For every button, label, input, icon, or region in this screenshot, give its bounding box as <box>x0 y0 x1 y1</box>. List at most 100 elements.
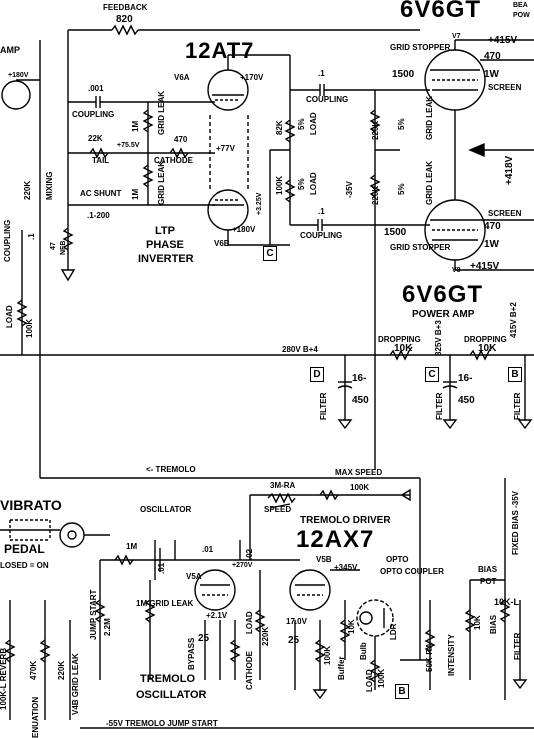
feedback-value: 820 <box>116 14 133 25</box>
box-c-label: C <box>263 246 277 261</box>
cathode-value: 470 <box>174 135 188 144</box>
v6b-label: V6B <box>214 239 230 248</box>
tremolo-oscillator-label-2: OSCILLATOR <box>136 689 207 701</box>
speed-label: SPEED <box>264 505 292 514</box>
jump-bottom-label: -55V TREMOLO JUMP START <box>106 719 218 728</box>
plus-75v-label: +75.5V <box>117 142 140 149</box>
intensity-label: INTENSITY <box>447 634 456 676</box>
coupling-label-1: COUPLING <box>72 110 115 119</box>
bulb-label: Bulb <box>359 642 368 660</box>
bias-pot-label-1: BIAS <box>478 565 498 574</box>
nfb-value: 47 <box>50 242 57 250</box>
filter-label-a: FILTER <box>319 392 328 420</box>
osc-02-label: .02 <box>245 548 254 560</box>
jump-value-label: 2.2M <box>103 618 112 636</box>
coupling-value-2: .1 <box>318 69 325 78</box>
ldr-label: LDR <box>389 623 398 640</box>
max-speed-label: MAX SPEED <box>335 468 383 477</box>
pct-5-c: 5% <box>397 118 406 130</box>
coupling-label-2: COUPLING <box>306 95 349 104</box>
load-label-a: LOAD <box>309 112 318 135</box>
bypass-label: BYPASS <box>187 637 196 670</box>
opto-label-1: OPTO <box>386 555 409 564</box>
tremolo-oscillator-label-1: TREMOLO <box>140 673 195 685</box>
grid-leak-bottom: GRID LEAK <box>157 161 166 205</box>
grid-stopper-value-bottom: 1500 <box>384 227 407 238</box>
grid-leak-220k-top: 220K <box>371 120 380 140</box>
filter-label-d: FILTER <box>513 632 522 660</box>
coupling-left-value: .1 <box>27 233 36 240</box>
coupling-label-3: COUPLING <box>300 231 343 240</box>
jump-start-label: JUMP START <box>89 589 98 640</box>
opto-label: OPTO COUPLER <box>380 567 444 576</box>
intensity-value-label: 50K-RA <box>425 643 434 672</box>
tremolo-driver-label: TREMOLO DRIVER <box>300 515 391 526</box>
mixing-label: MIXING <box>45 171 54 200</box>
osc-1m-label: 1M <box>126 542 138 551</box>
load-osc-label: LOAD <box>365 669 374 692</box>
grid-leak-1m-label: 1M GRID LEAK <box>136 599 194 608</box>
load-82k-value: 82K <box>275 120 284 135</box>
one-m-bottom: 1M <box>131 188 140 200</box>
screen-value-top: 470 <box>484 51 501 62</box>
one-w-top: 1W <box>484 69 499 80</box>
load-left-label: LOAD <box>5 305 14 328</box>
filter-label-b: FILTER <box>435 392 444 420</box>
box-b-top-label: B <box>508 367 522 382</box>
ltp-label-2: PHASE <box>146 239 184 251</box>
tremolo-tube-label: 12AX7 <box>296 526 375 553</box>
buffer-10k-value: 10K <box>347 619 356 634</box>
dropping-value-1: 10K <box>394 343 413 354</box>
attenuation-value: 470K <box>29 660 38 680</box>
load-left-value: 100K <box>25 318 34 338</box>
dropping-label-1: DROPPING <box>378 335 421 344</box>
v8-label: V8 <box>452 267 461 274</box>
v7-label: V7 <box>452 33 461 40</box>
plus-418v-label: +418V <box>504 155 515 185</box>
dropping-value-2: 10K <box>478 343 497 354</box>
speed-res-value: 100K <box>350 483 370 492</box>
filter-value-2a: 450 <box>352 395 369 406</box>
coupling-value-1: .001 <box>88 84 104 93</box>
grid-stopper-label-bottom: GRID STOPPER <box>390 243 451 252</box>
plus-180v-ltp-label: +180V <box>232 225 256 234</box>
pct-5-a: 5% <box>297 118 306 130</box>
plus-170v-label: +170V <box>240 73 264 82</box>
load-220k-label-a: LOAD <box>245 611 254 634</box>
tremolo-arrow-label: <- TREMOLO <box>146 465 196 474</box>
v17-label: 17.0V <box>286 617 307 626</box>
plus-415v-top: +415V <box>488 35 518 46</box>
v6a-label: V6A <box>174 73 190 82</box>
power-amp-label: POWER AMP <box>412 309 475 320</box>
ac-shunt-label: AC SHUNT <box>80 189 122 198</box>
feedback-label: FEEDBACK <box>103 3 148 12</box>
screen-label-top: SCREEN <box>488 83 522 92</box>
shunt-value: .1-200 <box>87 211 110 220</box>
bypass-value-label: 25 <box>198 633 210 644</box>
filter-value-2b: 450 <box>458 395 475 406</box>
box-b-bottom-label: B <box>395 684 409 699</box>
screen-value-bottom: 470 <box>484 221 501 232</box>
b2-label: 415V B+2 <box>509 302 518 338</box>
coupling-value-3: .1 <box>318 207 325 216</box>
plus-77v-label: +77V <box>216 144 235 153</box>
tail-label: TAIL <box>92 156 110 165</box>
filter-label-c: FILTER <box>513 392 522 420</box>
bias-label: BIAS <box>489 614 498 634</box>
load-100k-value: 100K <box>275 175 284 195</box>
grid-stopper-value-top: 1500 <box>392 69 415 80</box>
load-100k-osc-b: 100K <box>377 668 386 688</box>
box-c2-label: C <box>425 367 439 382</box>
load-100k-osc-value: 100K <box>323 645 332 665</box>
bias-10k-value: 10K <box>473 615 482 630</box>
osc-270v-label: +270V <box>232 562 253 569</box>
ltp-tube-label: 12AT7 <box>185 38 255 63</box>
osc-345v-label: +345V <box>334 563 358 572</box>
screen-label-bottom: SCREEN <box>488 209 522 218</box>
cathode-label: CATHODE <box>154 156 193 165</box>
load-label-b: LOAD <box>309 172 318 195</box>
cathode-osc-label: CATHODE <box>245 651 254 690</box>
one-w-bottom: 1W <box>484 239 499 250</box>
plus-180v-top-label: +180V <box>8 72 29 79</box>
